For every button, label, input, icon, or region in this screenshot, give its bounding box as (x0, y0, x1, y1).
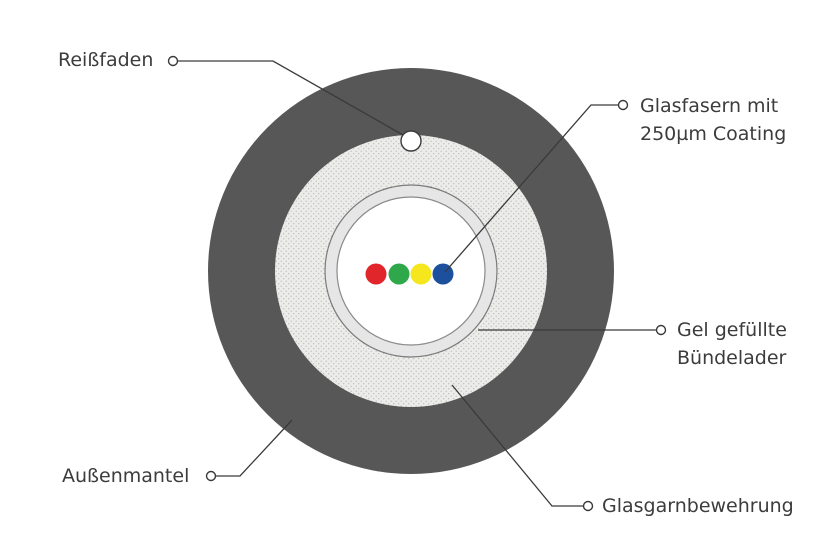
leader-armor (451, 384, 584, 507)
ripcord (400, 130, 422, 152)
leader-jacket (215, 419, 293, 477)
marker-armor (582, 500, 594, 512)
label-tube-line1: Gel gefüllte (677, 319, 787, 341)
marker-tube (655, 324, 667, 336)
label-tube-line2: Bündelader (677, 347, 787, 369)
marker-jacket (205, 470, 217, 482)
leader-ripcord (177, 60, 404, 136)
label-ripcord: Reißfaden (58, 49, 153, 71)
marker-fibers (617, 99, 629, 111)
leader-fibers (444, 104, 619, 273)
label-jacket: Außenmantel (62, 465, 189, 487)
fiber-green (388, 263, 410, 285)
label-fibers-line1: Glasfasern mit (640, 95, 778, 117)
label-armor: Glasgarnbewehrung (602, 495, 794, 517)
label-fibers-line2: 250µm Coating (640, 123, 786, 145)
fiber-yellow (410, 263, 432, 285)
marker-ripcord (167, 55, 179, 67)
fiber-red (365, 263, 387, 285)
